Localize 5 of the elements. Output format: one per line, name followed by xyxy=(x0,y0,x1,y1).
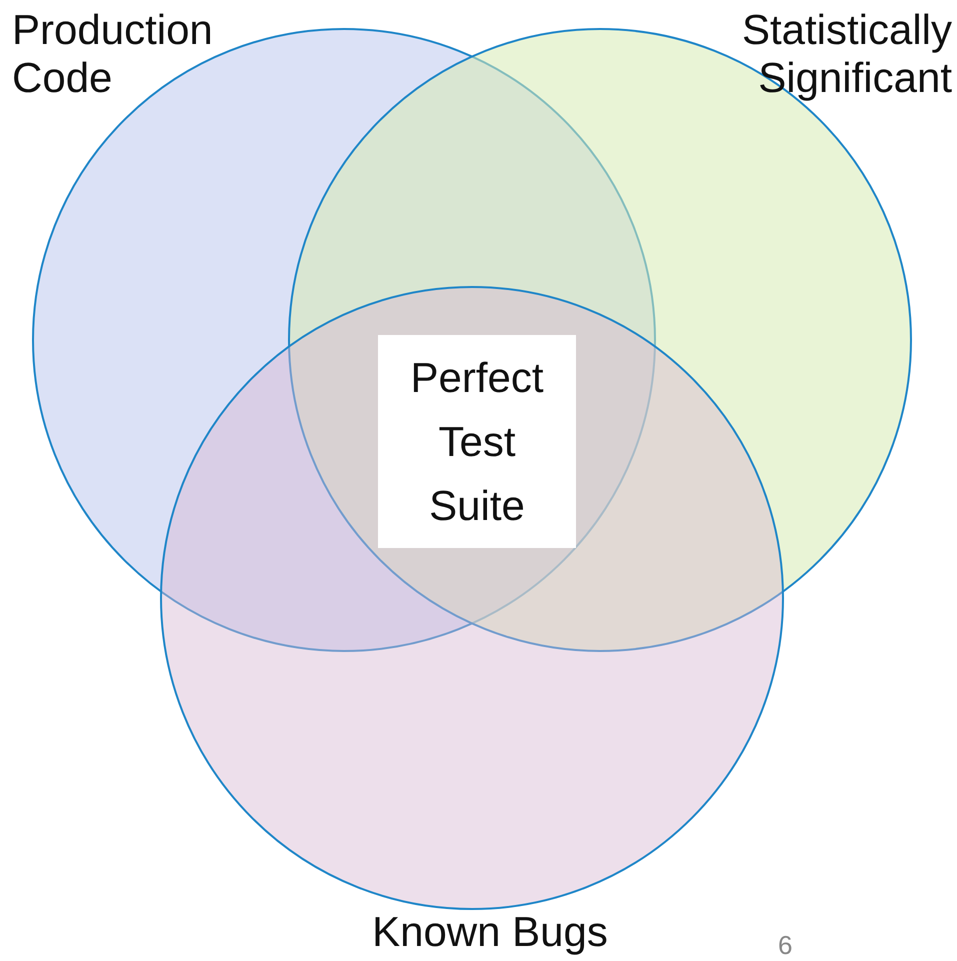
set-label: Production Code xyxy=(12,6,214,102)
intersection-label: Perfect Test Suite xyxy=(378,335,576,548)
page-number: 6 xyxy=(778,930,792,961)
set-label: Known Bugs xyxy=(371,908,609,956)
set-label: Statistically Significant xyxy=(740,6,952,102)
